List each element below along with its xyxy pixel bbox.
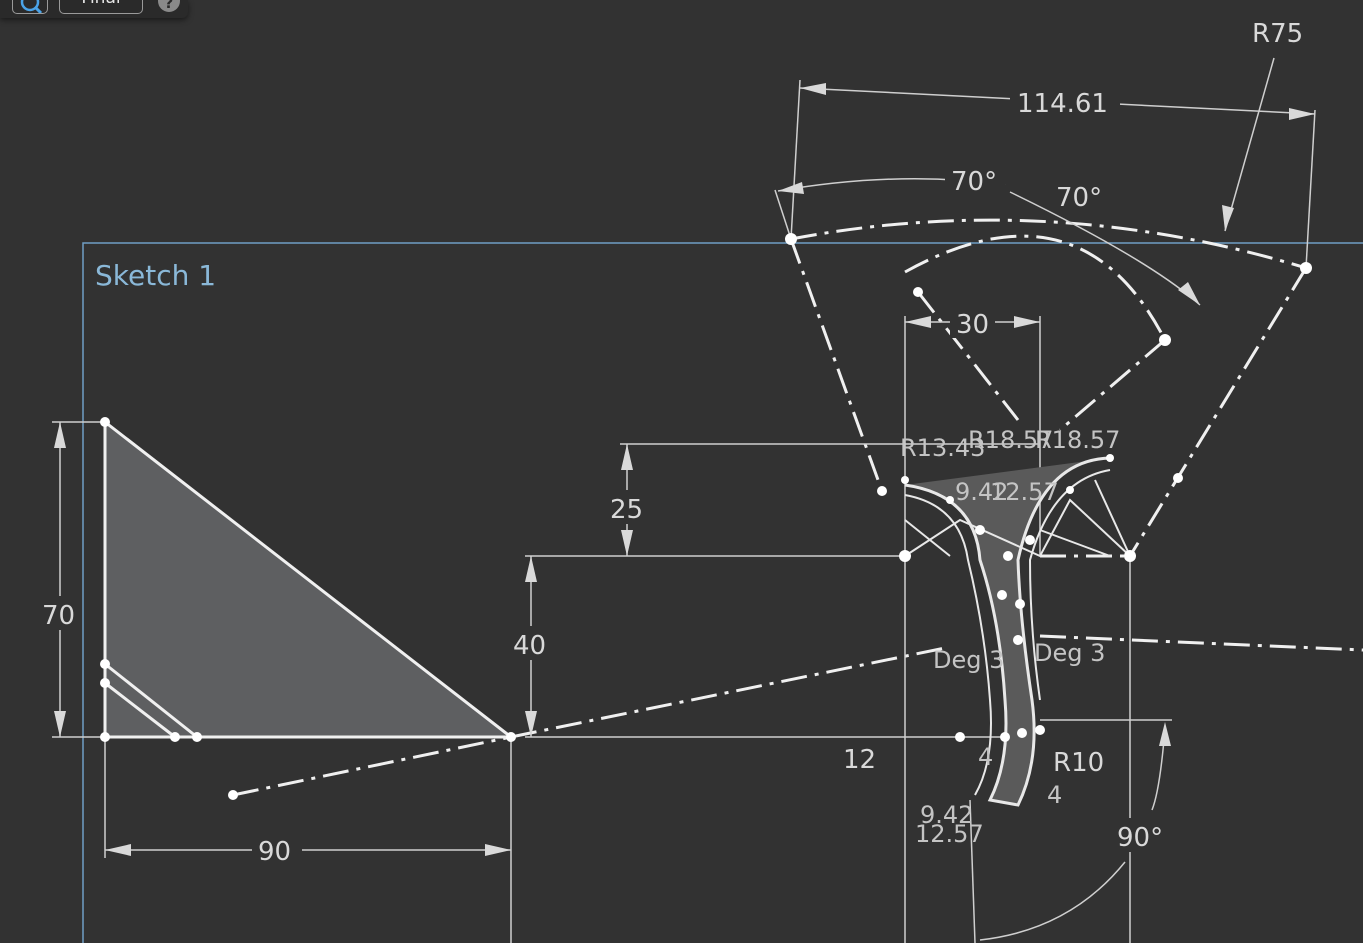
triangle-inner-line[interactable]: [104, 662, 198, 739]
triangle-region[interactable]: [103, 418, 516, 739]
fillet-lines[interactable]: [904, 479, 1131, 558]
dim-4-upper[interactable]: 4: [978, 743, 993, 771]
stem-inner[interactable]: [1028, 469, 1111, 701]
dim-114-61[interactable]: 114.61: [1017, 89, 1108, 119]
dim-70-vertical[interactable]: 70: [42, 601, 75, 631]
dim-12-57-top[interactable]: 12.57: [990, 478, 1059, 506]
help-button[interactable]: ?: [158, 0, 180, 12]
dim-deg3-left[interactable]: Deg 3: [933, 646, 1004, 674]
dim-r75[interactable]: R75: [1252, 19, 1303, 49]
dim-90[interactable]: 90: [258, 837, 291, 867]
dimension-labels[interactable]: R75 114.61 70° 70° 30 R13.43 R18.57 R18.…: [40, 14, 1315, 867]
dim-25[interactable]: 25: [610, 495, 643, 525]
dim-70-deg-right[interactable]: 70°: [1056, 183, 1102, 213]
dim-9-42-top[interactable]: 9.42: [955, 478, 1008, 506]
triangle-inner-line[interactable]: [104, 681, 176, 739]
final-button[interactable]: Final: [59, 0, 143, 14]
dim-9-42-bottom[interactable]: 9.42: [920, 801, 973, 829]
dim-12[interactable]: 12: [843, 745, 876, 775]
sketch-frame: [82, 242, 1363, 943]
sketch-toolbar: Final ?: [0, 0, 188, 18]
stem-profile[interactable]: [904, 456, 1111, 807]
zoom-icon: [20, 0, 43, 15]
sketch-title: Sketch 1: [95, 259, 216, 292]
dim-r10[interactable]: R10: [1053, 748, 1104, 778]
dimension-arrows: [54, 83, 1315, 856]
sketch-points[interactable]: [100, 233, 1312, 800]
dim-r13-43[interactable]: R13.43: [900, 434, 985, 462]
zoom-button[interactable]: [12, 0, 48, 15]
dimension-lines: [52, 57, 1316, 943]
dim-30[interactable]: 30: [956, 310, 989, 340]
dim-90-deg[interactable]: 90°: [1117, 823, 1163, 853]
dim-r18-57-left[interactable]: R18.57: [968, 426, 1053, 454]
dim-40[interactable]: 40: [513, 631, 546, 661]
dim-r18-57-right[interactable]: R18.57: [1035, 426, 1120, 454]
dim-70-deg-left[interactable]: 70°: [951, 167, 997, 197]
dim-12-57-bottom[interactable]: 12.57: [915, 820, 984, 848]
dim-deg3-right[interactable]: Deg 3: [1034, 639, 1105, 667]
stem-inner[interactable]: [904, 494, 992, 796]
dim-4-lower[interactable]: 4: [1047, 781, 1062, 809]
construction-lines[interactable]: [232, 218, 1363, 797]
